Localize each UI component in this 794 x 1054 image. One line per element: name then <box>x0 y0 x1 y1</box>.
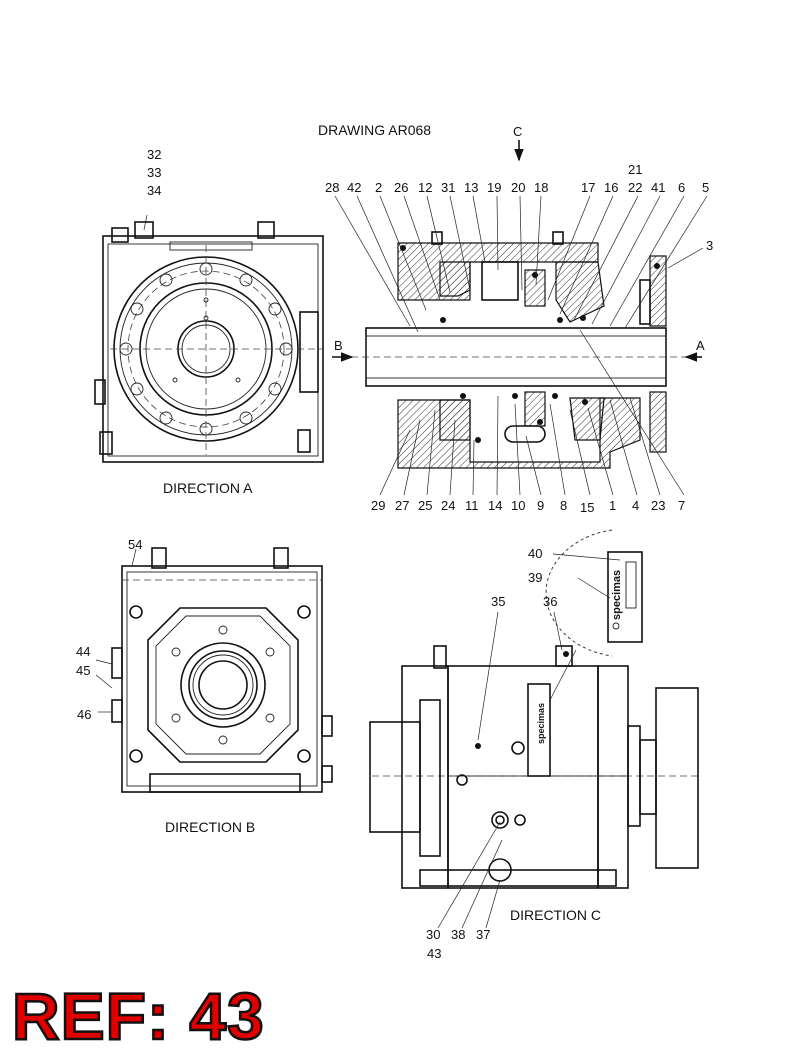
drawing-title: DRAWING AR068 <box>318 122 431 138</box>
arrow-label-a: A <box>696 338 705 353</box>
caption-direction-b: DIRECTION B <box>165 819 255 835</box>
arrow-label-b: B <box>334 338 343 353</box>
label-42: 42 <box>347 180 361 195</box>
label-38: 38 <box>451 927 465 942</box>
label-44: 44 <box>76 644 90 659</box>
label-36: 36 <box>543 594 557 609</box>
label-8: 8 <box>560 498 567 513</box>
label-2: 2 <box>375 180 382 195</box>
label-5: 5 <box>702 180 709 195</box>
caption-direction-a: DIRECTION A <box>163 480 253 496</box>
label-4: 4 <box>632 498 639 513</box>
caption-direction-c: DIRECTION C <box>510 907 601 923</box>
view-direction-c: specimas specimas <box>369 529 700 929</box>
label-25: 25 <box>418 498 432 513</box>
view-direction-a <box>94 214 324 463</box>
label-46: 46 <box>77 707 91 722</box>
label-32: 32 <box>147 147 161 162</box>
label-33: 33 <box>147 165 161 180</box>
label-29: 29 <box>371 498 385 513</box>
label-39: 39 <box>528 570 542 585</box>
label-34: 34 <box>147 183 161 198</box>
label-10: 10 <box>511 498 525 513</box>
label-30: 30 <box>426 927 440 942</box>
label-14: 14 <box>488 498 502 513</box>
body-nameplate-brand: specimas <box>536 703 546 744</box>
label-6: 6 <box>678 180 685 195</box>
label-27: 27 <box>395 498 409 513</box>
label-41: 41 <box>651 180 665 195</box>
label-21: 21 <box>628 162 642 177</box>
label-13: 13 <box>464 180 478 195</box>
label-26: 26 <box>394 180 408 195</box>
label-31: 31 <box>441 180 455 195</box>
label-54: 54 <box>128 537 142 552</box>
section-top-labels: 28 42 2 26 12 31 13 19 20 18 17 16 41 6 … <box>325 180 709 195</box>
view-direction-b <box>95 547 333 793</box>
arrow-label-c: C <box>513 124 522 139</box>
label-15: 15 <box>580 500 594 515</box>
label-16: 16 <box>604 180 618 195</box>
label-11: 11 <box>465 498 479 513</box>
label-24: 24 <box>441 498 455 513</box>
label-18: 18 <box>534 180 548 195</box>
label-20: 20 <box>511 180 525 195</box>
label-23: 23 <box>651 498 665 513</box>
view-section <box>332 140 708 496</box>
label-17: 17 <box>581 180 595 195</box>
label-28: 28 <box>325 180 339 195</box>
label-3: 3 <box>706 238 713 253</box>
label-37: 37 <box>476 927 490 942</box>
label-1: 1 <box>609 498 616 513</box>
reference-number: REF: 43 <box>11 978 265 1054</box>
label-9: 9 <box>537 498 544 513</box>
label-12: 12 <box>418 180 432 195</box>
nameplate-brand: specimas <box>611 570 623 620</box>
label-40: 40 <box>528 546 542 561</box>
label-35: 35 <box>491 594 505 609</box>
label-45: 45 <box>76 663 90 678</box>
label-7: 7 <box>678 498 685 513</box>
label-19: 19 <box>487 180 501 195</box>
label-22: 22 <box>628 180 642 195</box>
section-bottom-labels: 29 27 25 24 11 14 10 9 8 15 1 4 23 7 <box>371 498 685 515</box>
label-43: 43 <box>427 946 441 961</box>
